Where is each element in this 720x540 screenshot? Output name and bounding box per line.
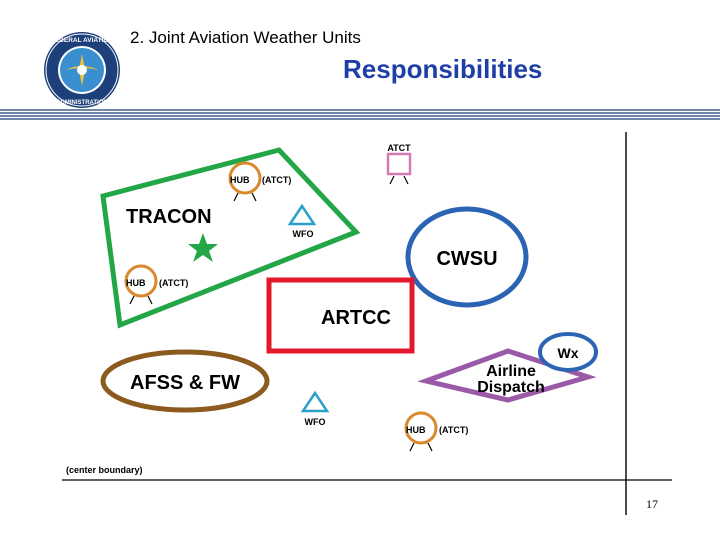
hub-left-label: HUB	[126, 278, 146, 288]
hub-atct-bottom: HUB (ATCT)	[404, 411, 468, 452]
wx-area	[538, 332, 598, 372]
hub-top-atct-label: (ATCT)	[262, 175, 291, 185]
hub-bottom-label: HUB	[406, 425, 426, 435]
svg-text:ADMINISTRATION: ADMINISTRATION	[56, 100, 108, 106]
header-divider	[0, 109, 720, 120]
green-star-icon	[188, 233, 218, 262]
cwsu-label: CWSU	[436, 248, 497, 270]
wfo-top: WFO	[287, 203, 317, 239]
tracon-area	[100, 147, 361, 329]
svg-text:FEDERAL AVIATION: FEDERAL AVIATION	[51, 37, 114, 44]
airline-dispatch-label-line1: Airline	[486, 363, 536, 380]
hub-top-label: HUB	[230, 175, 250, 185]
afss-fw-area	[100, 349, 270, 413]
center-boundary-label: (center boundary)	[66, 465, 143, 475]
afss-fw-label: AFSS & FW	[130, 372, 240, 394]
faa-seal-logo: FEDERAL AVIATION ADMINISTRATION	[44, 32, 120, 108]
hub-bottom-atct-label: (ATCT)	[439, 425, 468, 435]
airline-dispatch-area	[417, 348, 597, 403]
wfo-top-label: WFO	[293, 229, 314, 239]
wx-label: Wx	[558, 345, 579, 361]
slide-subtitle: 2. Joint Aviation Weather Units	[130, 28, 361, 47]
page-number: 17	[646, 497, 658, 511]
hub-atct-left: HUB (ATCT)	[124, 264, 188, 305]
atct-unit: ATCT	[386, 143, 412, 185]
slide-title: Responsibilities	[343, 54, 543, 84]
hub-atct-top: HUB (ATCT)	[228, 161, 291, 202]
hub-left-atct-label: (ATCT)	[159, 278, 188, 288]
tracon-label: TRACON	[126, 206, 212, 228]
artcc-label: ARTCC	[321, 307, 391, 329]
cwsu-area	[405, 206, 529, 308]
airline-dispatch-label-line2: Dispatch	[477, 379, 545, 396]
wfo-bottom: WFO	[300, 390, 330, 427]
atct-label: ATCT	[387, 143, 411, 153]
artcc-area	[266, 277, 415, 354]
wfo-bottom-label: WFO	[305, 417, 326, 427]
